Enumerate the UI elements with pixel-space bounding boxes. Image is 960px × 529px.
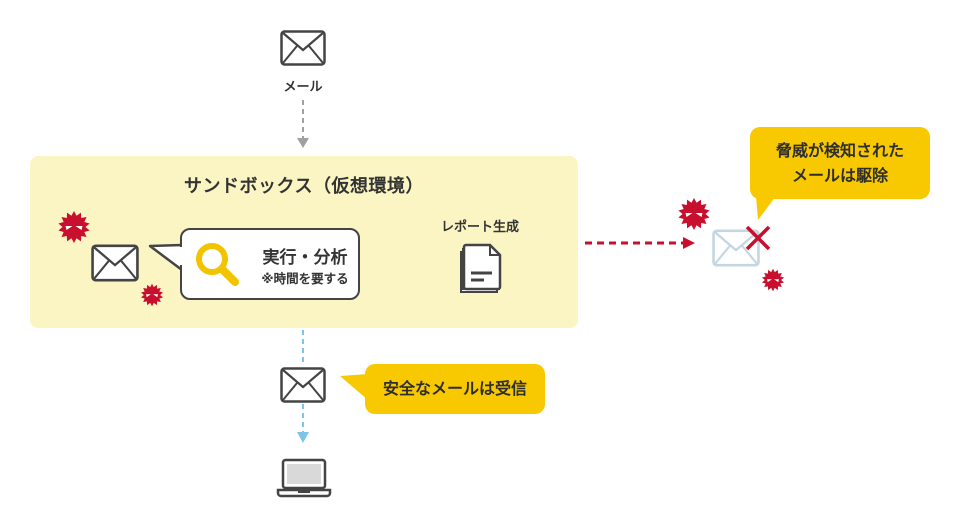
virus-eye <box>75 226 83 230</box>
analysis-bubble-tail-cover <box>179 247 185 265</box>
analysis-note: ※時間を要する <box>261 271 349 286</box>
virus-eye <box>685 213 693 217</box>
safe-callout-tail <box>340 374 370 402</box>
envelope-icon <box>280 367 326 403</box>
virus-eye <box>65 226 73 230</box>
envelope-icon <box>280 30 326 66</box>
cross-icon <box>745 225 771 251</box>
report-document-icon <box>458 242 504 296</box>
virus-body <box>761 268 785 292</box>
laptop-icon <box>276 458 332 498</box>
envelope-icon <box>712 229 760 267</box>
safe-arrow-upper <box>298 330 308 364</box>
virus-eye <box>767 279 772 283</box>
virus-eye <box>774 279 779 283</box>
virus-icon <box>677 197 711 231</box>
blocked-mail-icon <box>712 229 760 267</box>
envelope-icon <box>91 244 139 282</box>
virus-icon <box>140 283 164 307</box>
threat-callout-tail <box>756 196 778 222</box>
magnifier-icon <box>193 240 243 290</box>
virus-eye <box>146 294 151 298</box>
top-mail-icon <box>280 30 326 66</box>
threat-arrow <box>585 236 697 250</box>
virus-eye <box>695 213 703 217</box>
safe-callout: 安全なメールは受信 <box>365 364 545 414</box>
report-label: レポート生成 <box>440 220 519 235</box>
analysis-bubble <box>180 228 360 300</box>
sandbox-title: サンドボックス（仮想環境） <box>184 176 424 197</box>
virus-body <box>140 283 164 307</box>
virus-body <box>58 211 90 243</box>
virus-eye <box>153 294 158 298</box>
safe-mail-icon <box>280 367 326 403</box>
threat-callout-line2: メールは駆除 <box>791 166 888 185</box>
threat-callout-line1: 脅威が検知された <box>775 141 904 160</box>
analysis-title: 実行・分析 <box>262 248 348 268</box>
sandbox-mail-icon <box>91 244 139 282</box>
threat-callout: 脅威が検知された メールは駆除 <box>750 127 930 199</box>
virus-icon <box>761 268 785 292</box>
top-mail-label: メール <box>283 80 323 95</box>
safe-arrow-lower <box>296 404 310 446</box>
virus-icon <box>57 210 91 244</box>
incoming-arrow <box>296 100 310 150</box>
virus-body <box>678 198 710 230</box>
